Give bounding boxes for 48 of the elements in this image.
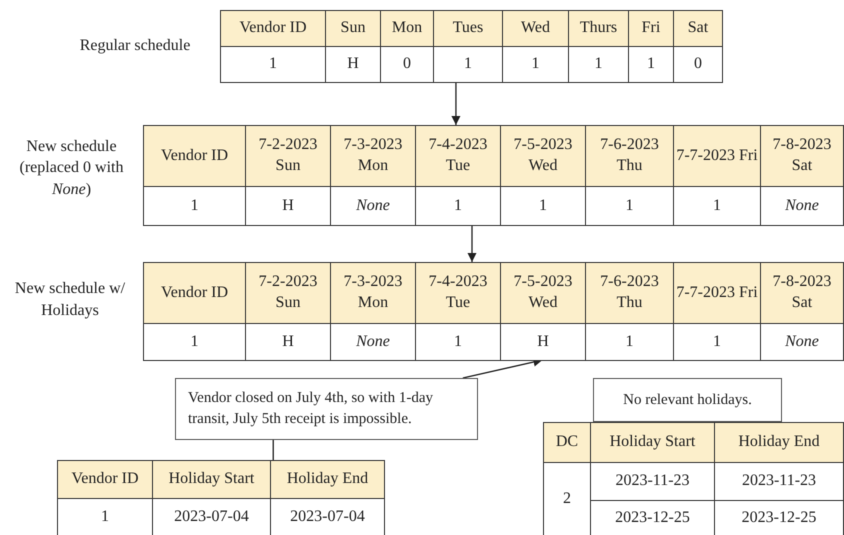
header-cell: Vendor ID: [220, 10, 326, 47]
table-cell: None: [760, 186, 844, 226]
row-label: New schedule w/ Holidays: [14, 279, 126, 321]
data-table: [220, 10, 722, 82]
header-cell: 7-5-2023 Wed: [500, 125, 586, 187]
header-cell: Holiday End: [714, 422, 844, 463]
arrow: [451, 82, 460, 125]
header-cell: Sun: [325, 10, 381, 47]
header-cell: Mon: [380, 10, 434, 47]
data-table: [143, 262, 843, 360]
header-cell: 7-4-2023 Tue: [415, 125, 501, 187]
row-label: Regular schedule: [78, 36, 192, 56]
header-cell: Vendor ID: [143, 262, 246, 324]
table-cell: None: [760, 323, 844, 361]
header-cell: Holiday Start: [590, 422, 715, 463]
header-cell: 7-3-2023 Mon: [330, 262, 416, 324]
arrow: [467, 225, 477, 262]
header-cell: 7-7-2023 Fri: [673, 125, 761, 187]
table-cell: 2023-07-04: [270, 498, 385, 535]
table-cell: 2023-12-25: [714, 500, 844, 535]
header-cell: 7-5-2023 Wed: [500, 262, 586, 324]
header-cell: Holiday Start: [152, 460, 271, 499]
connector-line: [272, 440, 274, 460]
header-cell: Wed: [502, 10, 569, 47]
callout-box: No relevant holidays.: [593, 378, 782, 422]
row-label: New schedule (replaced 0 with None): [18, 136, 124, 200]
header-cell: Holiday End: [270, 460, 385, 499]
header-cell: Vendor ID: [57, 460, 153, 499]
header-cell: 7-2-2023 Sun: [245, 262, 331, 324]
header-cell: Tues: [433, 10, 503, 47]
header-cell: Thurs: [568, 10, 629, 47]
header-cell: 7-7-2023 Fri: [673, 262, 761, 324]
table-cell: 0: [673, 46, 723, 83]
data-table: [57, 460, 384, 535]
header-cell: 7-4-2023 Tue: [415, 262, 501, 324]
header-cell: DC: [543, 422, 591, 463]
header-cell: Vendor ID: [143, 125, 246, 187]
header-cell: 7-8-2023 Sat: [760, 125, 844, 187]
header-cell: 7-6-2023 Thu: [585, 262, 674, 324]
header-cell: Sat: [673, 10, 723, 47]
data-table: [143, 125, 843, 225]
header-cell: 7-2-2023 Sun: [245, 125, 331, 187]
data-table: [543, 422, 843, 535]
header-cell: 7-3-2023 Mon: [330, 125, 416, 187]
header-cell: 7-6-2023 Thu: [585, 125, 674, 187]
callout-box: Vendor closed on July 4th, so with 1-day transit, July 5th receipt is impossible.: [175, 378, 478, 440]
header-cell: 7-8-2023 Sat: [760, 262, 844, 324]
header-cell: Fri: [628, 10, 674, 47]
